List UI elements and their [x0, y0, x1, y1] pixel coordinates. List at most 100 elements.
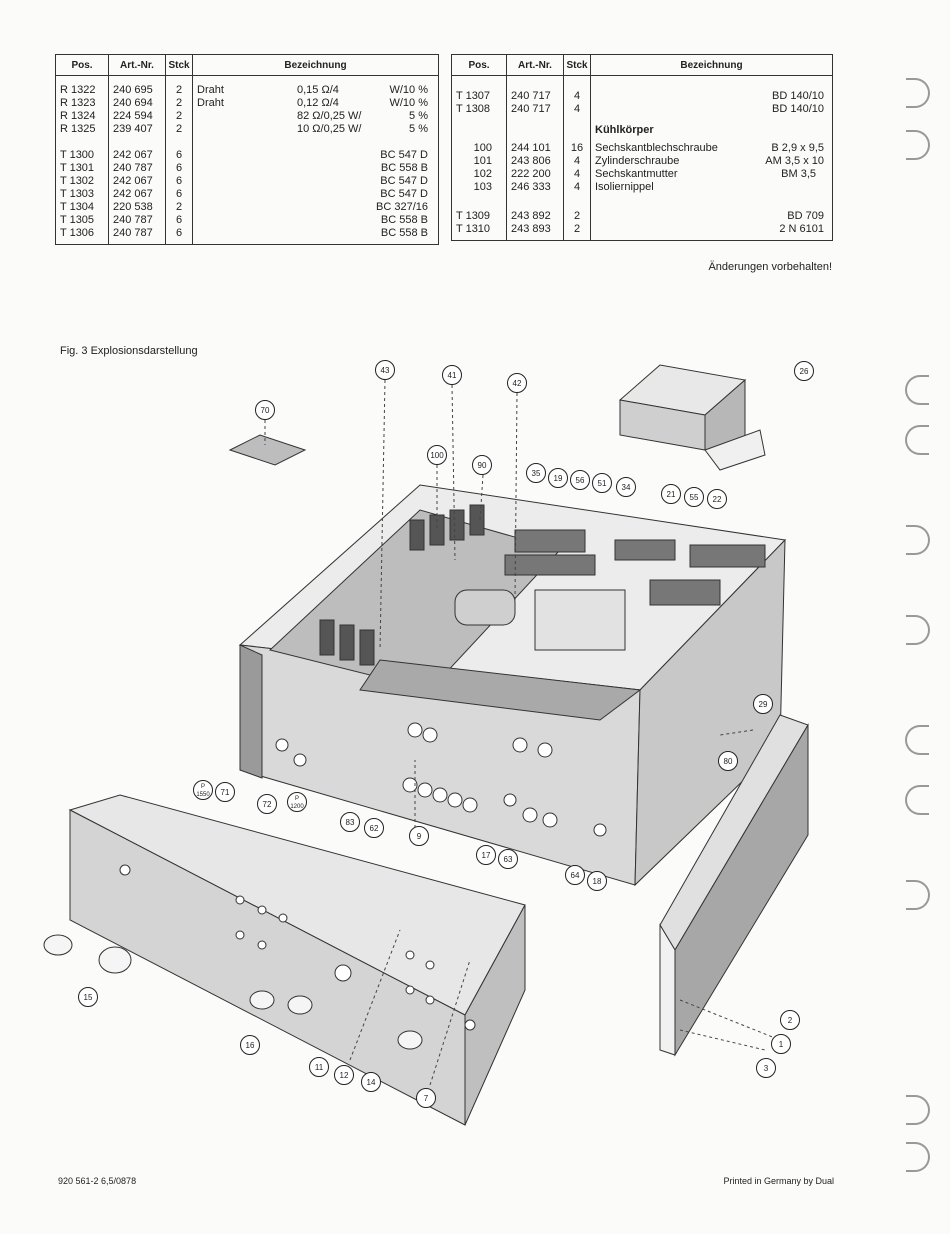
desc-spec: AM 3,5 x 10	[765, 155, 824, 167]
art-cell: 240 787	[113, 162, 153, 174]
callout-p1550: P 1550	[193, 780, 213, 800]
pos-cell: T 1307	[456, 90, 491, 102]
pos-cell: T 1309	[456, 210, 491, 222]
desc-cell: BD 140/10	[772, 103, 824, 115]
stck-cell: 6	[175, 188, 183, 200]
front-panel-holes	[119, 864, 476, 1031]
art-cell: 243 806	[511, 155, 551, 167]
pos-cell: R 1325	[60, 123, 96, 135]
art-cell: 222 200	[511, 168, 551, 180]
heatsink-fins	[319, 504, 485, 666]
stck-cell: 2	[573, 210, 581, 222]
callout-56: 56	[570, 470, 590, 490]
bracket	[704, 429, 766, 471]
art-cell: 244 101	[511, 142, 551, 154]
desc-name: Sechskantmutter	[595, 168, 678, 180]
callout-62: 62	[364, 818, 384, 838]
pos-cell: T 1308	[456, 103, 491, 115]
chassis-left-side	[239, 644, 263, 779]
pos-cell: R 1322	[60, 84, 96, 96]
figure-title: Fig. 3 Explosionsdarstellung	[60, 345, 198, 357]
callout-83: 83	[340, 812, 360, 832]
desc-cell: BC 547 D	[380, 175, 428, 187]
stck-cell: 2	[175, 110, 183, 122]
print-notice: Printed in Germany by Dual	[723, 1176, 834, 1186]
col-pos: Pos.	[55, 54, 109, 76]
heatsink-heading: Kühlkörper	[595, 124, 654, 136]
desc-name: Isoliernippel	[595, 181, 654, 193]
art-cell: 242 067	[113, 188, 153, 200]
capacitor	[454, 589, 516, 626]
pos-cell: T 1310	[456, 223, 491, 235]
knobs	[43, 934, 423, 1050]
col-bezeichnung: Bezeichnung	[192, 54, 439, 76]
desc-cell: BC 547 D	[380, 188, 428, 200]
art-cell: 243 892	[511, 210, 551, 222]
binder-ring-icon	[906, 78, 930, 108]
stck-cell: 4	[573, 168, 581, 180]
terminal-strips	[504, 529, 766, 606]
binder-ring-icon	[906, 615, 930, 645]
desc-cell: BC 558 B	[380, 227, 428, 239]
stck-cell: 2	[175, 97, 183, 109]
binder-ring-icon	[905, 375, 929, 405]
desc-value: 82 Ω/0,25 W/	[297, 110, 362, 122]
stck-cell: 4	[573, 90, 581, 102]
pos-cell: T 1302	[60, 175, 95, 187]
binder-ring-icon	[906, 130, 930, 160]
callout-29: 29	[753, 694, 773, 714]
binder-ring-icon	[906, 525, 930, 555]
art-cell: 240 695	[113, 84, 153, 96]
desc-tol: W/10 %	[389, 97, 428, 109]
callout-100: 100	[427, 445, 447, 465]
art-cell: 243 893	[511, 223, 551, 235]
desc-cell: BC 558 B	[380, 214, 428, 226]
callout-11: 11	[309, 1057, 329, 1077]
callout-42: 42	[507, 373, 527, 393]
pos-cell: 101	[473, 155, 492, 167]
desc-type: Draht	[197, 97, 224, 109]
art-cell: 239 407	[113, 123, 153, 135]
desc-tol: W/10 %	[389, 84, 428, 96]
stck-cell: 2	[175, 84, 183, 96]
callout-p1200: P 1200	[287, 792, 307, 812]
callout-17: 17	[476, 845, 496, 865]
stck-cell: 2	[573, 223, 581, 235]
binder-ring-icon	[905, 785, 929, 815]
pos-cell: T 1305	[60, 214, 95, 226]
art-cell: 240 717	[511, 90, 551, 102]
stck-cell: 4	[573, 103, 581, 115]
pos-cell: T 1301	[60, 162, 95, 174]
art-cell: 242 067	[113, 149, 153, 161]
desc-value: 10 Ω/0,25 W/	[297, 123, 362, 135]
desc-name: Zylinderschraube	[595, 155, 680, 167]
desc-spec: BM 3,5	[781, 168, 816, 180]
callout-43: 43	[375, 360, 395, 380]
callout-1: 1	[771, 1034, 791, 1054]
callout-80: 80	[718, 751, 738, 771]
callout-35: 35	[526, 463, 546, 483]
callout-19: 19	[548, 468, 568, 488]
col-art-nr: Art.-Nr.	[506, 54, 564, 76]
binder-ring-icon	[906, 1095, 930, 1125]
callout-18: 18	[587, 871, 607, 891]
stck-cell: 6	[175, 214, 183, 226]
pos-cell: T 1306	[60, 227, 95, 239]
callout-41: 41	[442, 365, 462, 385]
desc-value: 0,15 Ω/4	[297, 84, 339, 96]
stck-cell: 4	[573, 155, 581, 167]
desc-cell: 2 N 6101	[779, 223, 824, 235]
callout-21: 21	[661, 484, 681, 504]
binder-ring-icon	[905, 425, 929, 455]
parts-table-left: Pos. Art.-Nr. Stck Bezeichnung R 1322 R …	[55, 54, 439, 245]
callout-71: 71	[215, 782, 235, 802]
callout-3: 3	[756, 1058, 776, 1078]
desc-cell: BC 547 D	[380, 149, 428, 161]
pos-cell: T 1304	[60, 201, 95, 213]
pos-cell: R 1324	[60, 110, 96, 122]
desc-value: 0,12 Ω/4	[297, 97, 339, 109]
desc-type: Draht	[197, 84, 224, 96]
table-row: R 1322 R 1323 R 1324 R 1325 T 1300 T 130…	[55, 75, 439, 245]
table-row: T 1307 T 1308 100 101 102 103 T 1309 T 1…	[451, 75, 833, 241]
pos-cell: 102	[473, 168, 492, 180]
